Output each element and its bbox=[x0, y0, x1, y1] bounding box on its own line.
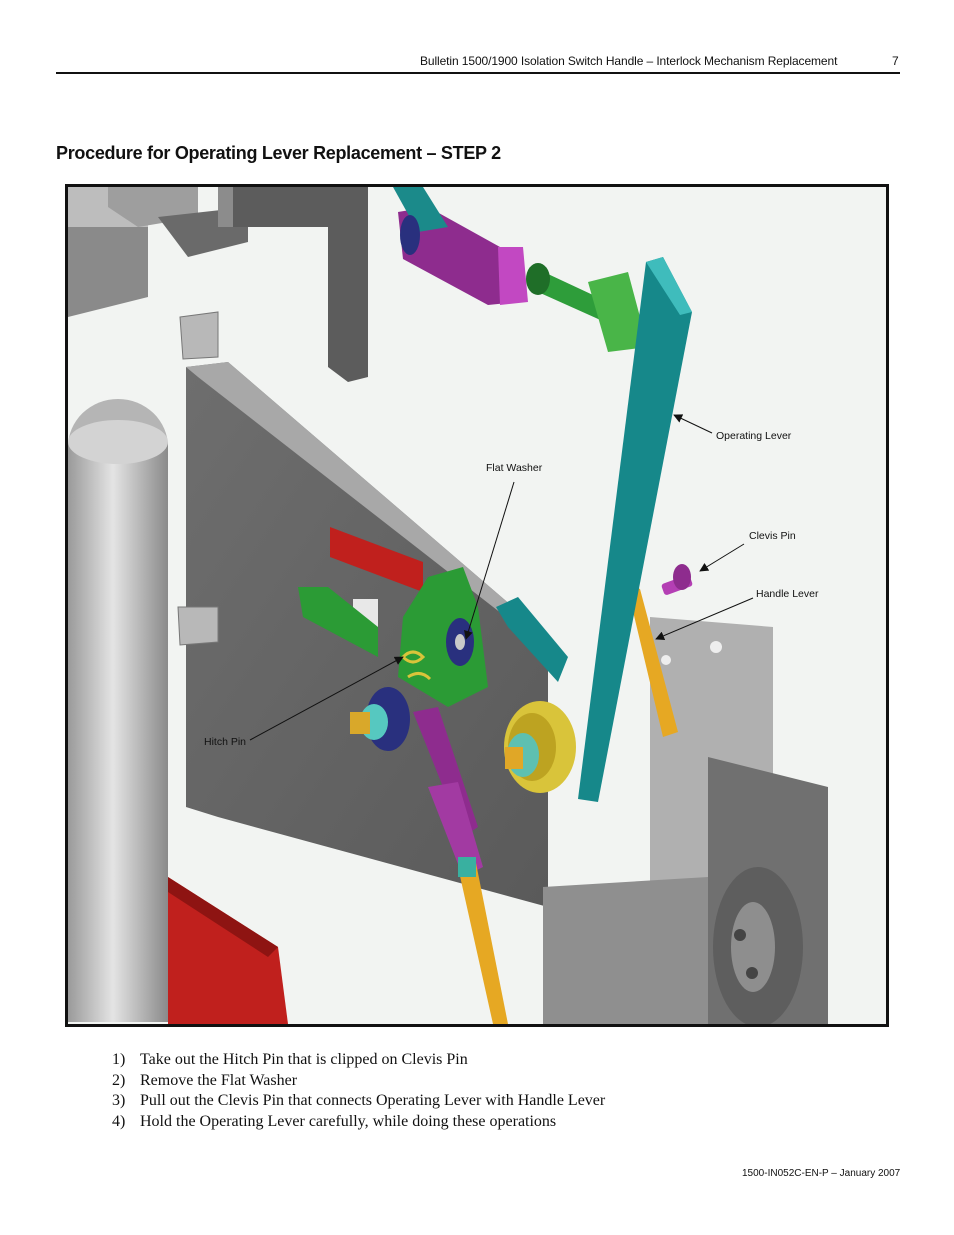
running-header: Bulletin 1500/1900 Isolation Switch Hand… bbox=[420, 54, 838, 68]
callout-handle-lever: Handle Lever bbox=[756, 588, 819, 600]
step-number: 3) bbox=[112, 1092, 126, 1110]
section-title: Procedure for Operating Lever Replacemen… bbox=[56, 143, 501, 163]
step-text: Take out the Hitch Pin that is clipped o… bbox=[140, 1051, 468, 1068]
step-number: 4) bbox=[112, 1112, 126, 1130]
mechanism-figure: Operating Lever Flat Washer Clevis Pin H… bbox=[65, 184, 889, 1027]
callout-flat-washer: Flat Washer bbox=[486, 462, 543, 474]
step-text: Remove the Flat Washer bbox=[140, 1071, 298, 1089]
step-item: 1) Take out the Hitch Pin that is clippe… bbox=[112, 1050, 605, 1071]
mechanism-illustration bbox=[68, 187, 828, 1024]
header-rule bbox=[56, 72, 900, 74]
document-footer: 1500-IN052C-EN-P – January 2007 bbox=[742, 1168, 901, 1179]
callout-hitch-pin: Hitch Pin bbox=[204, 736, 247, 748]
callout-operating-lever: Operating Lever bbox=[716, 430, 792, 442]
step-item: 2) Remove the Flat Washer bbox=[112, 1071, 605, 1092]
step-text: Hold the Operating Lever carefully, whil… bbox=[140, 1112, 557, 1130]
step-text: Pull out the Clevis Pin that connects Op… bbox=[140, 1092, 606, 1110]
step-item: 3) Pull out the Clevis Pin that connects… bbox=[112, 1091, 605, 1112]
procedure-steps: 1) Take out the Hitch Pin that is clippe… bbox=[112, 1050, 605, 1132]
step-number: 2) bbox=[112, 1071, 126, 1089]
step-number: 1) bbox=[112, 1051, 126, 1068]
callout-clevis-pin: Clevis Pin bbox=[749, 530, 796, 542]
step-item: 4) Hold the Operating Lever carefully, w… bbox=[112, 1112, 605, 1133]
page-number: 7 bbox=[892, 54, 899, 68]
